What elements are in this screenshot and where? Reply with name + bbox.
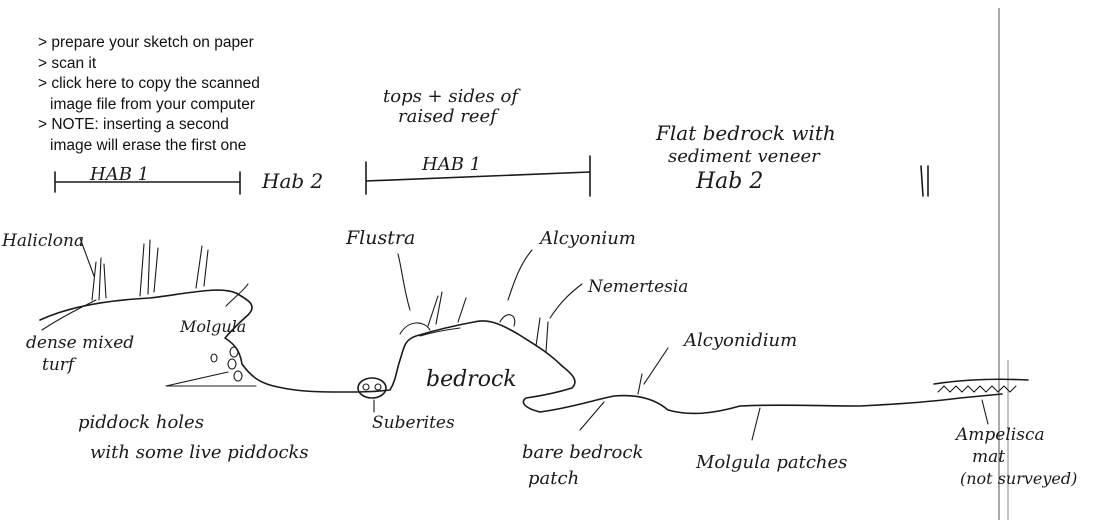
label-live-piddocks: with some live piddocks [90, 442, 309, 463]
flustra-clump [400, 323, 430, 334]
instruction-note: > NOTE: inserting a second [38, 115, 260, 136]
hab1-right-label: HAB 1 [421, 154, 481, 175]
seabed-line [40, 290, 1002, 413]
suberites-sponge [358, 378, 386, 398]
label-alcyonidium: Alcyonidium [682, 330, 797, 351]
label-patch: patch [528, 468, 579, 489]
label-haliclona: Haliclona [1, 231, 84, 251]
ampelisca-mat [934, 379, 1028, 392]
label-suberites: Suberites [372, 413, 455, 433]
turf-strokes [92, 240, 642, 394]
hab1-note-line1: tops + sides of [383, 86, 521, 107]
label-molgula-patches: Molgula patches [695, 452, 847, 473]
label-turf: turf [42, 355, 77, 375]
instructions-text: > prepare your sketch on paper > scan it… [38, 33, 260, 156]
instruction-click-copy[interactable]: > click here to copy the scanned [38, 74, 260, 95]
instruction-note-cont: image will erase the first one [38, 136, 260, 157]
hab2-note-line1: Flat bedrock with [655, 121, 836, 145]
ampelisca-leader [982, 400, 988, 424]
hab1-note-line2: raised reef [398, 106, 500, 127]
hab2-note-line2: sediment veneer [668, 146, 821, 167]
molgula-leader [226, 284, 248, 306]
faunal-turf [92, 240, 642, 394]
mat-top [934, 379, 1028, 384]
nemertesia-leader [550, 284, 582, 318]
piddock-holes [211, 347, 242, 381]
label-dense-mixed: dense mixed [26, 333, 134, 353]
instruction-click-copy-cont: image file from your computer [38, 95, 260, 116]
label-bedrock: bedrock [426, 367, 517, 392]
hab1-left-label: HAB 1 [89, 164, 149, 185]
species-labels: Haliclona dense mixed turf Molgula Flust… [1, 227, 1077, 489]
label-alcyonium: Alcyonium [538, 228, 636, 249]
alcyonium-clump [500, 315, 515, 326]
molgula-patches-leader [752, 408, 760, 440]
piddock-hole [211, 354, 217, 362]
alcyonidium-leader [644, 348, 668, 384]
hab2-end-marks [921, 166, 928, 196]
piddock-hole [228, 359, 236, 369]
bare-bedrock-leader [580, 402, 604, 430]
suberites-pore-1 [363, 384, 369, 390]
suberites-pore-2 [375, 384, 381, 390]
label-piddock-holes: piddock holes [78, 412, 204, 433]
alcyonium-leader [508, 250, 532, 300]
label-molgula: Molgula [179, 317, 246, 336]
label-nemertesia: Nemertesia [587, 277, 688, 297]
instruction-prepare: > prepare your sketch on paper [38, 33, 260, 54]
mat-texture [938, 386, 1016, 392]
leader-lines [42, 238, 988, 440]
piddock-leader [166, 372, 256, 386]
piddock-hole [230, 347, 238, 357]
label-not-surveyed: (not surveyed) [960, 469, 1077, 488]
instruction-scan: > scan it [38, 54, 260, 75]
flustra-leader [398, 254, 410, 310]
hab2-left-label: Hab 2 [261, 169, 323, 193]
piddock-hole [234, 371, 242, 381]
label-bare-bedrock: bare bedrock [522, 442, 643, 463]
label-mat: mat [972, 447, 1005, 467]
label-flustra: Flustra [345, 227, 415, 249]
label-ampelisca: Ampelisca [954, 425, 1045, 445]
hab2-right-label: Hab 2 [695, 169, 763, 194]
